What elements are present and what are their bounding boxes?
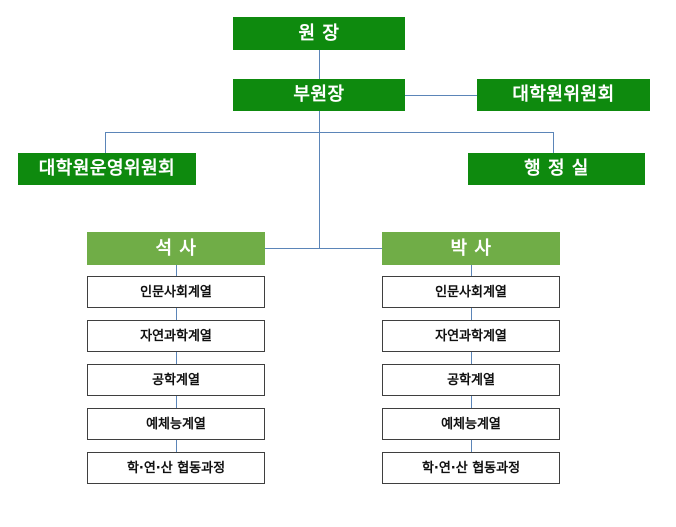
node-graduate-committee[interactable]: 대학원위원회	[477, 79, 650, 111]
connector-degree-bus	[265, 248, 382, 249]
connector-masters-program-3-to-4	[176, 396, 177, 408]
connector-doctoral-program-4-to-5	[471, 440, 472, 452]
connector-doctoral-program-3-to-4	[471, 396, 472, 408]
node-doctoral-program-4[interactable]: 예체능계열	[382, 408, 560, 440]
node-masters-program-2[interactable]: 자연과학계열	[87, 320, 265, 352]
node-masters-program-5[interactable]: 학·연·산 협동과정	[87, 452, 265, 484]
node-vice-director[interactable]: 부원장	[233, 79, 405, 111]
node-doctoral-program-5[interactable]: 학·연·산 협동과정	[382, 452, 560, 484]
node-doctoral-program-1[interactable]: 인문사회계열	[382, 276, 560, 308]
connector-director-to-vice	[319, 50, 320, 79]
connector-doctoral-to-program-1	[471, 265, 472, 276]
connector-vice-trunk	[319, 111, 320, 249]
connector-doctoral-program-2-to-3	[471, 352, 472, 364]
connector-masters-program-4-to-5	[176, 440, 177, 452]
node-doctoral[interactable]: 박 사	[382, 232, 560, 265]
connector-masters-program-2-to-3	[176, 352, 177, 364]
connector-bus-to-steering-committee	[105, 132, 106, 153]
connector-doctoral-program-1-to-2	[471, 308, 472, 320]
node-administration-office[interactable]: 행 정 실	[468, 153, 645, 185]
node-masters-program-3[interactable]: 공학계열	[87, 364, 265, 396]
node-masters-program-1[interactable]: 인문사회계열	[87, 276, 265, 308]
node-graduate-steering-committee[interactable]: 대학원운영위원회	[18, 153, 196, 185]
node-doctoral-program-3[interactable]: 공학계열	[382, 364, 560, 396]
node-masters[interactable]: 석 사	[87, 232, 265, 265]
connector-committee-bus	[105, 132, 554, 133]
connector-vice-to-graduate-committee	[405, 95, 477, 96]
node-doctoral-program-2[interactable]: 자연과학계열	[382, 320, 560, 352]
connector-masters-to-program-1	[176, 265, 177, 276]
node-director[interactable]: 원 장	[233, 17, 405, 50]
connector-bus-to-administration	[553, 132, 554, 153]
node-masters-program-4[interactable]: 예체능계열	[87, 408, 265, 440]
connector-masters-program-1-to-2	[176, 308, 177, 320]
